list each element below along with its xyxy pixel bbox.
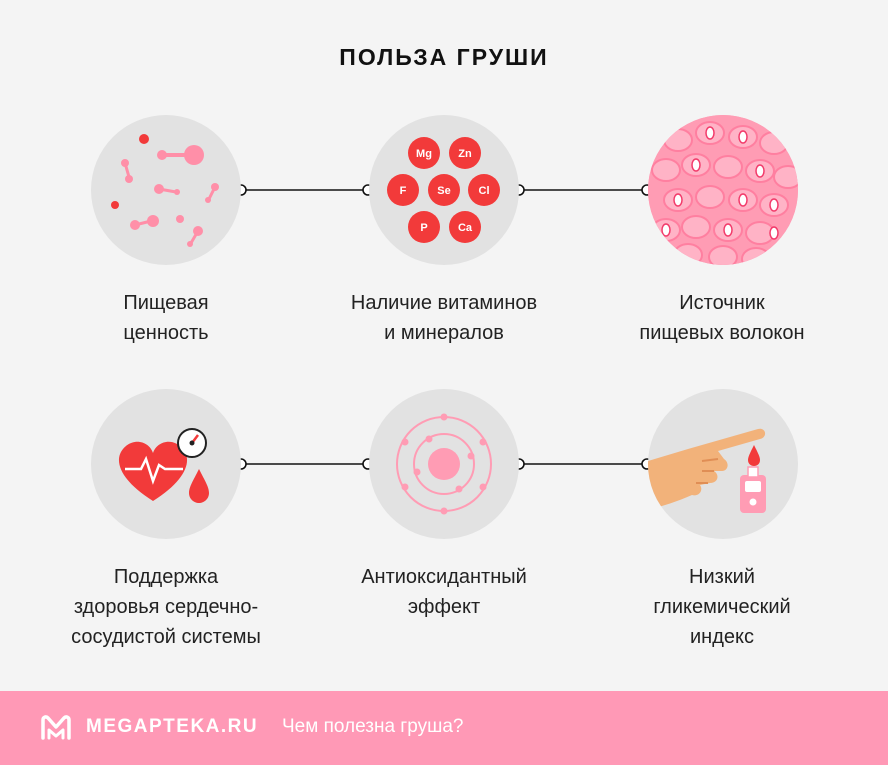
page-title: ПОЛЬЗА ГРУШИ — [339, 44, 549, 70]
atom-icon — [369, 389, 519, 539]
element-zn: Zn — [458, 148, 472, 160]
element-cl: Cl — [479, 185, 490, 197]
element-se: Se — [437, 185, 450, 197]
glucometer-icon — [648, 389, 798, 539]
brand-name[interactable]: MEGAPTEKA.RU — [86, 716, 259, 737]
fiber-cells-icon — [648, 115, 798, 265]
minerals-icon: Mg Zn F Se Cl P Ca — [369, 115, 519, 265]
heart-icon — [91, 389, 241, 539]
footer-caption: Чем полезна груша? — [282, 716, 464, 737]
element-p: P — [420, 222, 427, 234]
brand-logo-icon[interactable] — [40, 714, 72, 742]
footer-bar: MEGAPTEKA.RU Чем полезна груша? — [0, 691, 888, 765]
element-mg: Mg — [416, 148, 432, 160]
molecules-icon — [91, 115, 241, 265]
element-ca: Ca — [458, 222, 473, 234]
element-f: F — [400, 185, 407, 197]
